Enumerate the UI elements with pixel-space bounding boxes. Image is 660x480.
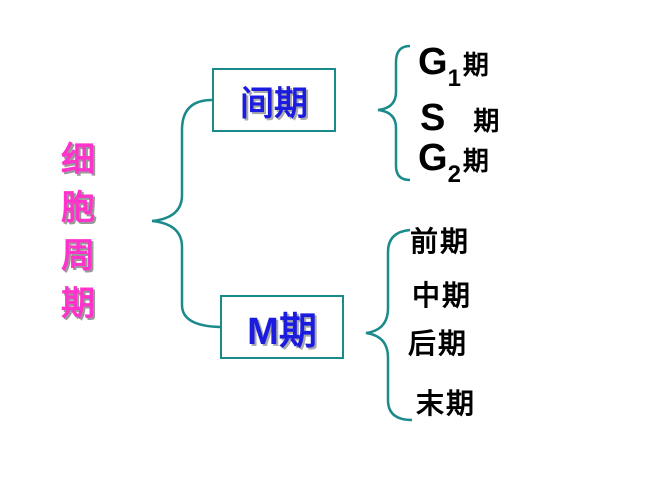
mitosis-phase-telophase: 末期 xyxy=(416,387,477,420)
root-char: 期 xyxy=(61,284,95,324)
phase-letter: S xyxy=(420,97,446,139)
root-brace-lower xyxy=(151,219,221,329)
phase-suffix: 期 xyxy=(473,107,500,137)
phase-subscript: 1 xyxy=(447,65,461,92)
mitosis-node: M期 xyxy=(220,295,344,359)
interphase-brace xyxy=(377,44,411,182)
phase-letter: G xyxy=(418,41,448,83)
interphase-phase-g1: G 1 期 xyxy=(418,41,489,92)
phase-letter: G xyxy=(418,137,448,179)
phase-suffix: 期 xyxy=(462,147,489,177)
interphase-phase-g2: G 2 期 xyxy=(418,137,489,188)
mitosis-phase-prophase: 前期 xyxy=(410,225,471,258)
root-char: 周 xyxy=(61,236,95,276)
mitosis-phase-metaphase: 中期 xyxy=(412,279,473,312)
interphase-node: 间期 xyxy=(212,68,336,132)
interphase-phase-s: S 期 xyxy=(420,98,499,138)
interphase-label: 间期 xyxy=(240,83,308,124)
mitosis-brace xyxy=(365,228,413,422)
root-char: 胞 xyxy=(61,188,95,228)
phase-subscript: 2 xyxy=(447,161,461,188)
root-brace xyxy=(151,98,213,223)
root-char: 细 xyxy=(61,140,95,180)
mitosis-suffix: 期 xyxy=(278,308,317,353)
mitosis-label: M期 xyxy=(247,300,317,355)
mitosis-phase-anaphase: 后期 xyxy=(408,327,469,360)
mitosis-letter: M xyxy=(247,310,279,353)
phase-suffix: 期 xyxy=(462,51,489,81)
